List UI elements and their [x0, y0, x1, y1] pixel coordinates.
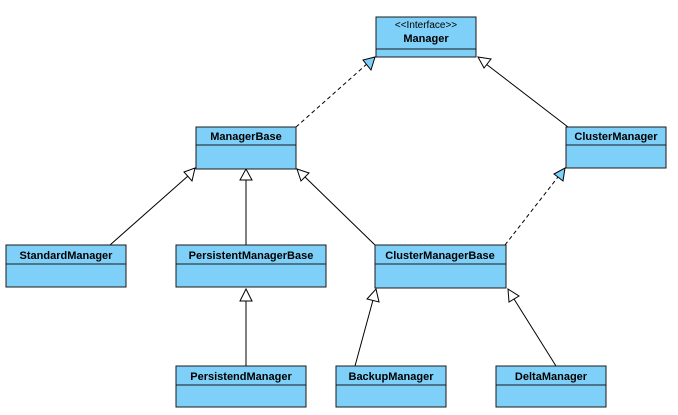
- class-standardmanager[interactable]: StandardManager: [5, 244, 127, 288]
- class-box: [335, 365, 447, 408]
- class-box: [195, 126, 297, 170]
- class-name: DeltaManager: [515, 371, 588, 383]
- inheritance-arrow-persistentmanagerbase-icon: [239, 287, 253, 302]
- class-box: [175, 244, 327, 288]
- class-box: [175, 365, 307, 408]
- edge-deltamanager-to-clustermanagerbase: [513, 298, 557, 367]
- realization-arrow-clustermanager-icon: [553, 167, 566, 182]
- realization-arrow-manager-icon: [362, 56, 376, 72]
- class-managerbase[interactable]: ManagerBase: [195, 126, 297, 170]
- class-clustermanagerbase[interactable]: ClusterManagerBase: [374, 244, 507, 289]
- class-persistentmanagerbase[interactable]: PersistentManagerBase: [175, 244, 327, 288]
- class-persistendmanager[interactable]: PersistendManager: [175, 365, 307, 408]
- edge-clustermanagerbase-to-managerbase: [304, 176, 376, 246]
- class-backupmanager[interactable]: BackupManager: [335, 365, 447, 408]
- inheritance-arrow-managerbase-left-icon: [183, 167, 196, 183]
- class-name: Manager: [403, 33, 449, 45]
- inheritance-arrow-manager-icon: [477, 56, 492, 69]
- edge-clustermanager-to-manager: [485, 63, 569, 128]
- class-name: StandardManager: [20, 250, 114, 262]
- class-box: [495, 365, 607, 408]
- class-name: ClusterManagerBase: [385, 250, 494, 262]
- class-clustermanager[interactable]: ClusterManager: [565, 126, 667, 169]
- class-name: PersistendManager: [190, 371, 292, 383]
- class-box: [565, 126, 667, 169]
- inheritance-arrow-clustermanagerbase-left-icon: [366, 287, 380, 303]
- edge-standardmanager-to-managerbase: [109, 175, 189, 246]
- class-deltamanager[interactable]: DeltaManager: [495, 365, 607, 408]
- edge-managerbase-to-manager: [295, 62, 369, 128]
- class-name: ManagerBase: [210, 131, 282, 143]
- inheritance-arrow-clustermanagerbase-right-icon: [507, 288, 520, 303]
- edges: [109, 56, 569, 367]
- class-manager[interactable]: <<Interface>> Manager: [375, 16, 477, 58]
- class-box: [374, 244, 507, 289]
- class-name: PersistentManagerBase: [189, 250, 314, 262]
- inheritance-arrow-managerbase-center-icon: [239, 167, 253, 181]
- class-name: BackupManager: [349, 371, 435, 383]
- edge-clustermanagerbase-to-clustermanager: [504, 176, 559, 246]
- class-stereotype: <<Interface>>: [395, 20, 457, 31]
- class-name: ClusterManager: [574, 131, 658, 143]
- inheritance-arrow-managerbase-right-icon: [296, 168, 310, 182]
- edge-backupmanager-to-clustermanagerbase: [354, 299, 374, 367]
- class-box: [375, 16, 477, 58]
- class-box: [5, 244, 127, 288]
